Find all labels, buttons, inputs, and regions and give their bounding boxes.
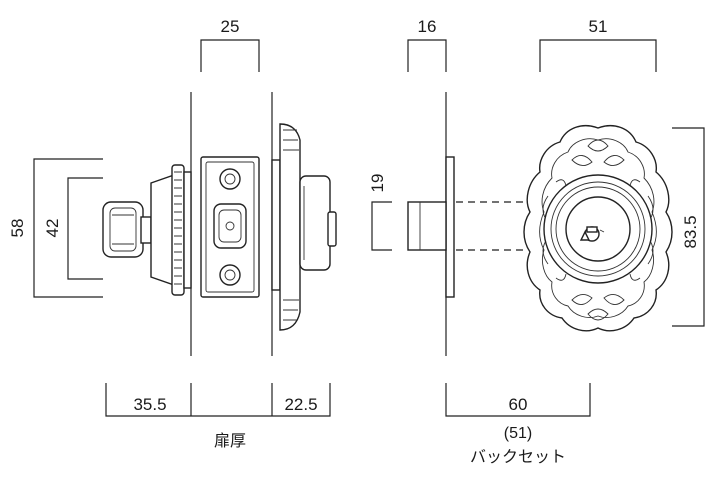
- mid-view-dimensions: 16 19 60 (51) バックセット: [368, 17, 591, 466]
- dim-16: 16: [418, 17, 437, 36]
- dim-58: 58: [8, 219, 27, 238]
- dim-19: 19: [368, 174, 387, 193]
- dim-83-5: 83.5: [681, 215, 700, 248]
- label-door-thickness: 扉厚: [214, 432, 246, 450]
- latch-side-view: [407, 92, 528, 356]
- dim-42: 42: [43, 219, 62, 238]
- label-backset: バックセット: [470, 448, 566, 466]
- dim-22-5: 22.5: [284, 395, 317, 414]
- right-view-dimensions: 51 83.5: [539, 17, 705, 327]
- escutcheon-front-view: [523, 124, 673, 332]
- left-view-dimensions: 25 58 42 35.5 22.5 扉厚: [8, 17, 331, 450]
- dim-51-paren: (51): [504, 425, 532, 442]
- side-view-left: [102, 92, 337, 356]
- dim-35-5: 35.5: [133, 395, 166, 414]
- dim-60: 60: [509, 395, 528, 414]
- dim-25: 25: [221, 17, 240, 36]
- dim-51: 51: [589, 17, 608, 36]
